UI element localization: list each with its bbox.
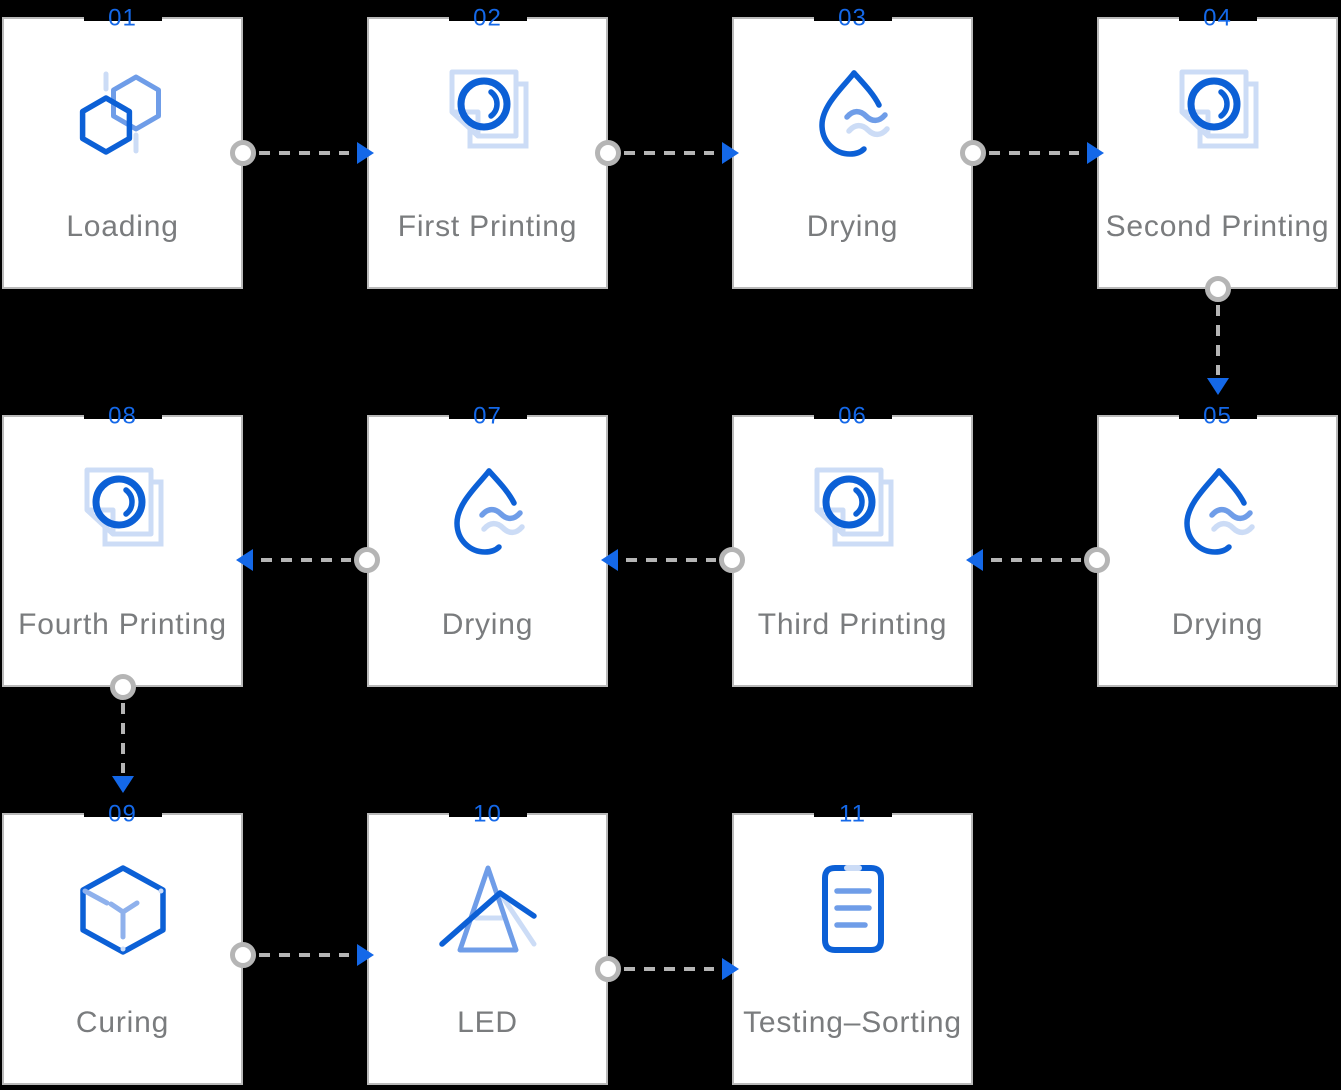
border-gap	[813, 415, 892, 419]
border-gap	[448, 813, 527, 817]
arrowhead-icon	[236, 549, 253, 571]
connector-dashed-line	[1215, 305, 1220, 375]
connector-start-circle	[109, 674, 136, 700]
flow-connector-08-09	[109, 674, 136, 793]
arrowhead-icon	[722, 142, 739, 164]
step-number: 05	[1203, 402, 1232, 430]
connector-start-circle	[595, 140, 621, 166]
step-card-02: 02 First Printing	[367, 5, 608, 289]
flow-connector-03-04	[960, 140, 1104, 166]
border-gap	[813, 17, 892, 21]
flow-connector-04-05	[1204, 276, 1231, 395]
printing-pages-icon	[73, 462, 173, 562]
arrowhead-icon	[357, 142, 374, 164]
connector-dashed-line	[626, 558, 716, 562]
arrowhead-icon	[1087, 142, 1104, 164]
border-gap	[1178, 17, 1257, 21]
step-label: Drying	[441, 608, 534, 641]
step-label: Testing–Sorting	[743, 1006, 962, 1039]
step-number: 02	[473, 4, 502, 32]
step-number: 03	[838, 4, 867, 32]
step-number: 11	[839, 800, 866, 828]
step-label: Second Printing	[1105, 210, 1330, 243]
connector-dashed-line	[261, 558, 351, 562]
step-number: 01	[108, 4, 137, 32]
connector-dashed-line	[259, 151, 349, 155]
border-gap	[813, 813, 892, 817]
step-label: Drying	[1171, 608, 1264, 641]
flow-connector-10-11	[595, 956, 739, 982]
step-number: 10	[473, 800, 502, 828]
cube-icon	[73, 860, 173, 960]
step-card-03: 03 Drying	[732, 5, 973, 289]
arrowhead-icon	[357, 944, 374, 966]
connector-dashed-line	[624, 967, 714, 971]
border-gap	[83, 415, 162, 419]
printing-pages-icon	[438, 64, 538, 164]
step-card-05: 05 Drying	[1097, 403, 1338, 687]
step-number: 06	[838, 402, 867, 430]
step-label: Drying	[806, 210, 899, 243]
droplet-waves-icon	[438, 462, 538, 562]
border-gap	[448, 415, 527, 419]
step-card-04: 04 Second Printing	[1097, 5, 1338, 289]
arrowhead-icon	[1206, 378, 1229, 395]
border-gap	[83, 17, 162, 21]
step-card-08: 08 Fourth Printing	[2, 403, 243, 687]
step-label: Third Printing	[757, 608, 948, 641]
connector-dashed-line	[259, 953, 349, 957]
flow-connector-07-08	[236, 547, 380, 573]
connector-dashed-line	[624, 151, 714, 155]
connector-start-circle	[960, 140, 986, 166]
connector-start-circle	[230, 140, 256, 166]
arrowhead-icon	[601, 549, 618, 571]
border-gap	[448, 17, 527, 21]
connector-start-circle	[230, 942, 256, 968]
prism-icon	[438, 860, 538, 960]
step-card-11: 11 Testing–Sorting	[732, 801, 973, 1085]
connector-start-circle	[719, 547, 745, 573]
connector-dashed-line	[989, 151, 1079, 155]
connector-dashed-line	[120, 703, 125, 773]
step-label: Loading	[66, 210, 179, 243]
step-label: LED	[457, 1006, 518, 1039]
droplet-waves-icon	[803, 64, 903, 164]
connector-start-circle	[1084, 547, 1110, 573]
step-number: 07	[473, 402, 502, 430]
step-card-01: 01 Loading	[2, 5, 243, 289]
arrowhead-icon	[966, 549, 983, 571]
flow-connector-09-10	[230, 942, 374, 968]
arrowhead-icon	[111, 776, 134, 793]
flow-connector-01-02	[230, 140, 374, 166]
connector-dashed-line	[991, 558, 1081, 562]
flow-connector-06-07	[601, 547, 745, 573]
connector-start-circle	[595, 956, 621, 982]
connector-start-circle	[354, 547, 380, 573]
flow-connector-02-03	[595, 140, 739, 166]
hexagons-icon	[73, 64, 173, 164]
border-gap	[1178, 415, 1257, 419]
printing-pages-icon	[1168, 64, 1268, 164]
step-card-07: 07 Drying	[367, 403, 608, 687]
step-label: Curing	[75, 1006, 170, 1039]
step-number: 08	[108, 402, 137, 430]
clipboard-icon	[803, 860, 903, 960]
arrowhead-icon	[722, 958, 739, 980]
step-card-06: 06 Third Printing	[732, 403, 973, 687]
step-number: 04	[1203, 4, 1232, 32]
droplet-waves-icon	[1168, 462, 1268, 562]
step-card-09: 09 Curing	[2, 801, 243, 1085]
step-label: Fourth Printing	[18, 608, 227, 641]
step-card-10: 10 LED	[367, 801, 608, 1085]
connector-start-circle	[1204, 276, 1231, 302]
border-gap	[83, 813, 162, 817]
step-number: 09	[108, 800, 137, 828]
step-label: First Printing	[397, 210, 578, 243]
printing-pages-icon	[803, 462, 903, 562]
flow-connector-05-06	[966, 547, 1110, 573]
